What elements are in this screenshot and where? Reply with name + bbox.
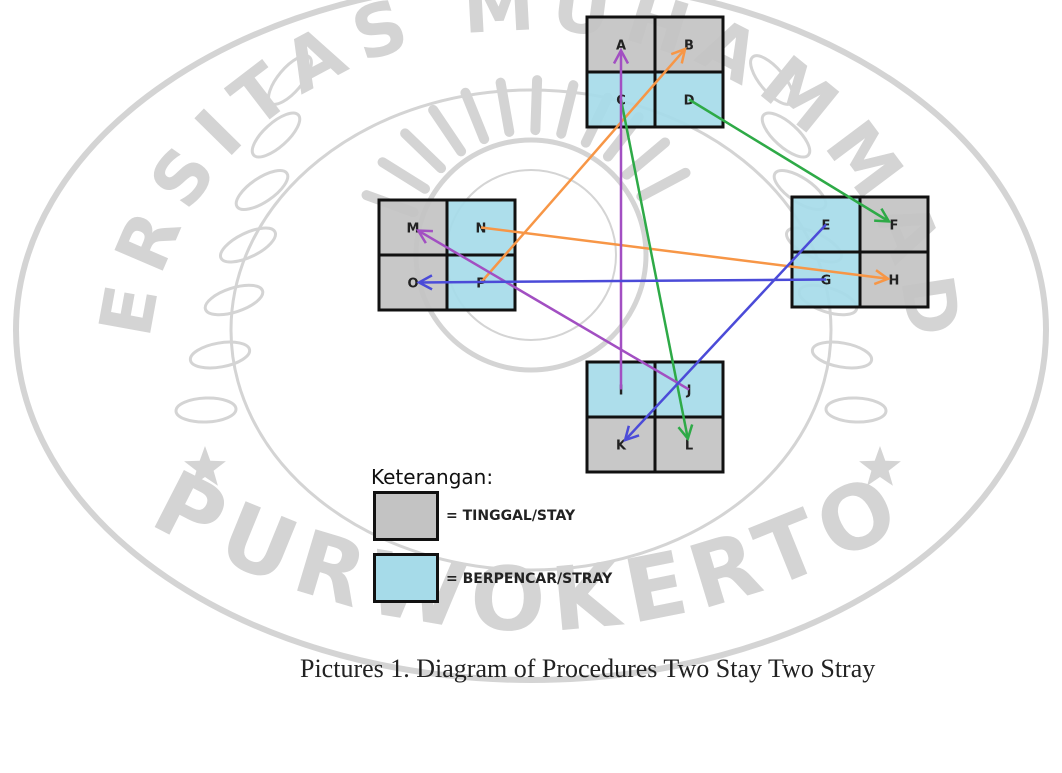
- seat-b: B: [653, 15, 725, 74]
- arrow-shaft: [480, 226, 889, 280]
- seat-label: K: [616, 439, 627, 454]
- seat-label: F: [890, 219, 899, 234]
- seat-d: D: [653, 70, 725, 129]
- seat-m: M: [377, 198, 449, 257]
- seat-label: M: [407, 222, 420, 237]
- seat-cell-stay: [858, 250, 930, 309]
- laurel-leaf-left: [174, 396, 238, 424]
- seat-cell-stay: [653, 15, 725, 74]
- arrow-shaft: [688, 98, 890, 223]
- laurel-leaf-left: [188, 340, 252, 370]
- legend-swatch-stay: [373, 491, 439, 541]
- arrow-shaft: [480, 48, 686, 284]
- laurel-leaf-right: [749, 54, 795, 106]
- arrow-head: [873, 269, 891, 286]
- arrow-p-to-b: [480, 47, 687, 284]
- seat-label: N: [476, 222, 487, 237]
- arrow-g-to-o: [416, 274, 827, 291]
- seat-label: H: [889, 274, 900, 289]
- seal-sun-ray: [495, 77, 515, 137]
- group-table-bottom: I J K L: [585, 360, 725, 474]
- seal-sun-ray: [530, 75, 543, 136]
- arrow-head: [623, 425, 640, 443]
- laurel-leaf-left: [234, 168, 290, 212]
- group-table-left: M N O P: [377, 198, 517, 312]
- legend-label-stray: = BERPENCAR/STRAY: [446, 571, 613, 587]
- seat-h: H: [858, 250, 930, 309]
- seal-sun-ray: [428, 104, 467, 157]
- arrow-head: [874, 208, 892, 223]
- arrow-head: [677, 424, 694, 442]
- arrow-head: [670, 47, 687, 64]
- seat-label: L: [685, 439, 693, 454]
- seat-label: I: [619, 384, 624, 399]
- seal-sun-ray: [556, 80, 579, 139]
- seat-k: K: [585, 415, 657, 474]
- seal-sun-ray: [400, 128, 447, 174]
- laurel-leaf-right: [810, 340, 874, 370]
- laurel-leaf-left: [219, 226, 277, 264]
- seal-star-right: [859, 446, 901, 486]
- arrow-j-to-m: [415, 229, 690, 391]
- seat-label: B: [684, 39, 694, 54]
- movement-arrows: [415, 47, 892, 443]
- seat-label: J: [686, 384, 692, 399]
- laurel-leaf-left: [250, 111, 302, 159]
- seal-sun-ray: [621, 137, 671, 180]
- arrow-e-to-k: [623, 223, 827, 443]
- seat-label: O: [407, 277, 418, 292]
- seal-sun-ray: [636, 167, 691, 202]
- arrow-shaft: [418, 278, 827, 284]
- seat-cell-stay: [653, 415, 725, 474]
- group-table-top: ABCD: [585, 15, 725, 129]
- seat-label: G: [821, 274, 832, 289]
- seal-outer-ring: [13, 0, 1049, 683]
- legend-swatch-stray: [373, 553, 439, 603]
- arrow-shaft: [624, 223, 827, 441]
- seat-cell-stay: [585, 415, 657, 474]
- arrow-d-to-f: [688, 98, 892, 223]
- seal-sun-ray: [377, 157, 430, 194]
- arrow-n-to-h: [480, 226, 891, 286]
- arrow-i-to-a: [612, 47, 630, 390]
- seat-cell-stray: [653, 70, 725, 129]
- laurel-leaf-right: [824, 396, 888, 424]
- arrow-head: [612, 47, 630, 65]
- arrow-head: [416, 274, 433, 291]
- figure-caption: Pictures 1. Diagram of Procedures Two St…: [300, 654, 876, 683]
- group-table-right: EFGH: [790, 195, 930, 309]
- seat-cell-stay: [858, 195, 930, 254]
- laurel-leaf-left: [267, 54, 313, 106]
- seat-l: L: [653, 415, 725, 474]
- arrow-head: [415, 229, 433, 244]
- seal-sun-ray: [460, 87, 490, 145]
- seat-label: P: [476, 277, 486, 292]
- legend-label-stay: = TINGGAL/STAY: [446, 508, 576, 524]
- laurel-leaf-left: [203, 283, 265, 317]
- seat-cell-stray: [790, 195, 862, 254]
- laurel-leaf-right: [760, 111, 812, 159]
- seal-inner-ring: [229, 88, 833, 572]
- seal-star-left: [184, 446, 226, 486]
- seat-label: A: [616, 39, 626, 54]
- seat-cell-stay: [377, 198, 449, 257]
- arrow-shaft: [417, 229, 690, 391]
- seat-f: F: [858, 195, 930, 254]
- legend-title: Keterangan:: [371, 465, 494, 489]
- seal-bottom-lettering: PURWOKERTO: [138, 450, 922, 652]
